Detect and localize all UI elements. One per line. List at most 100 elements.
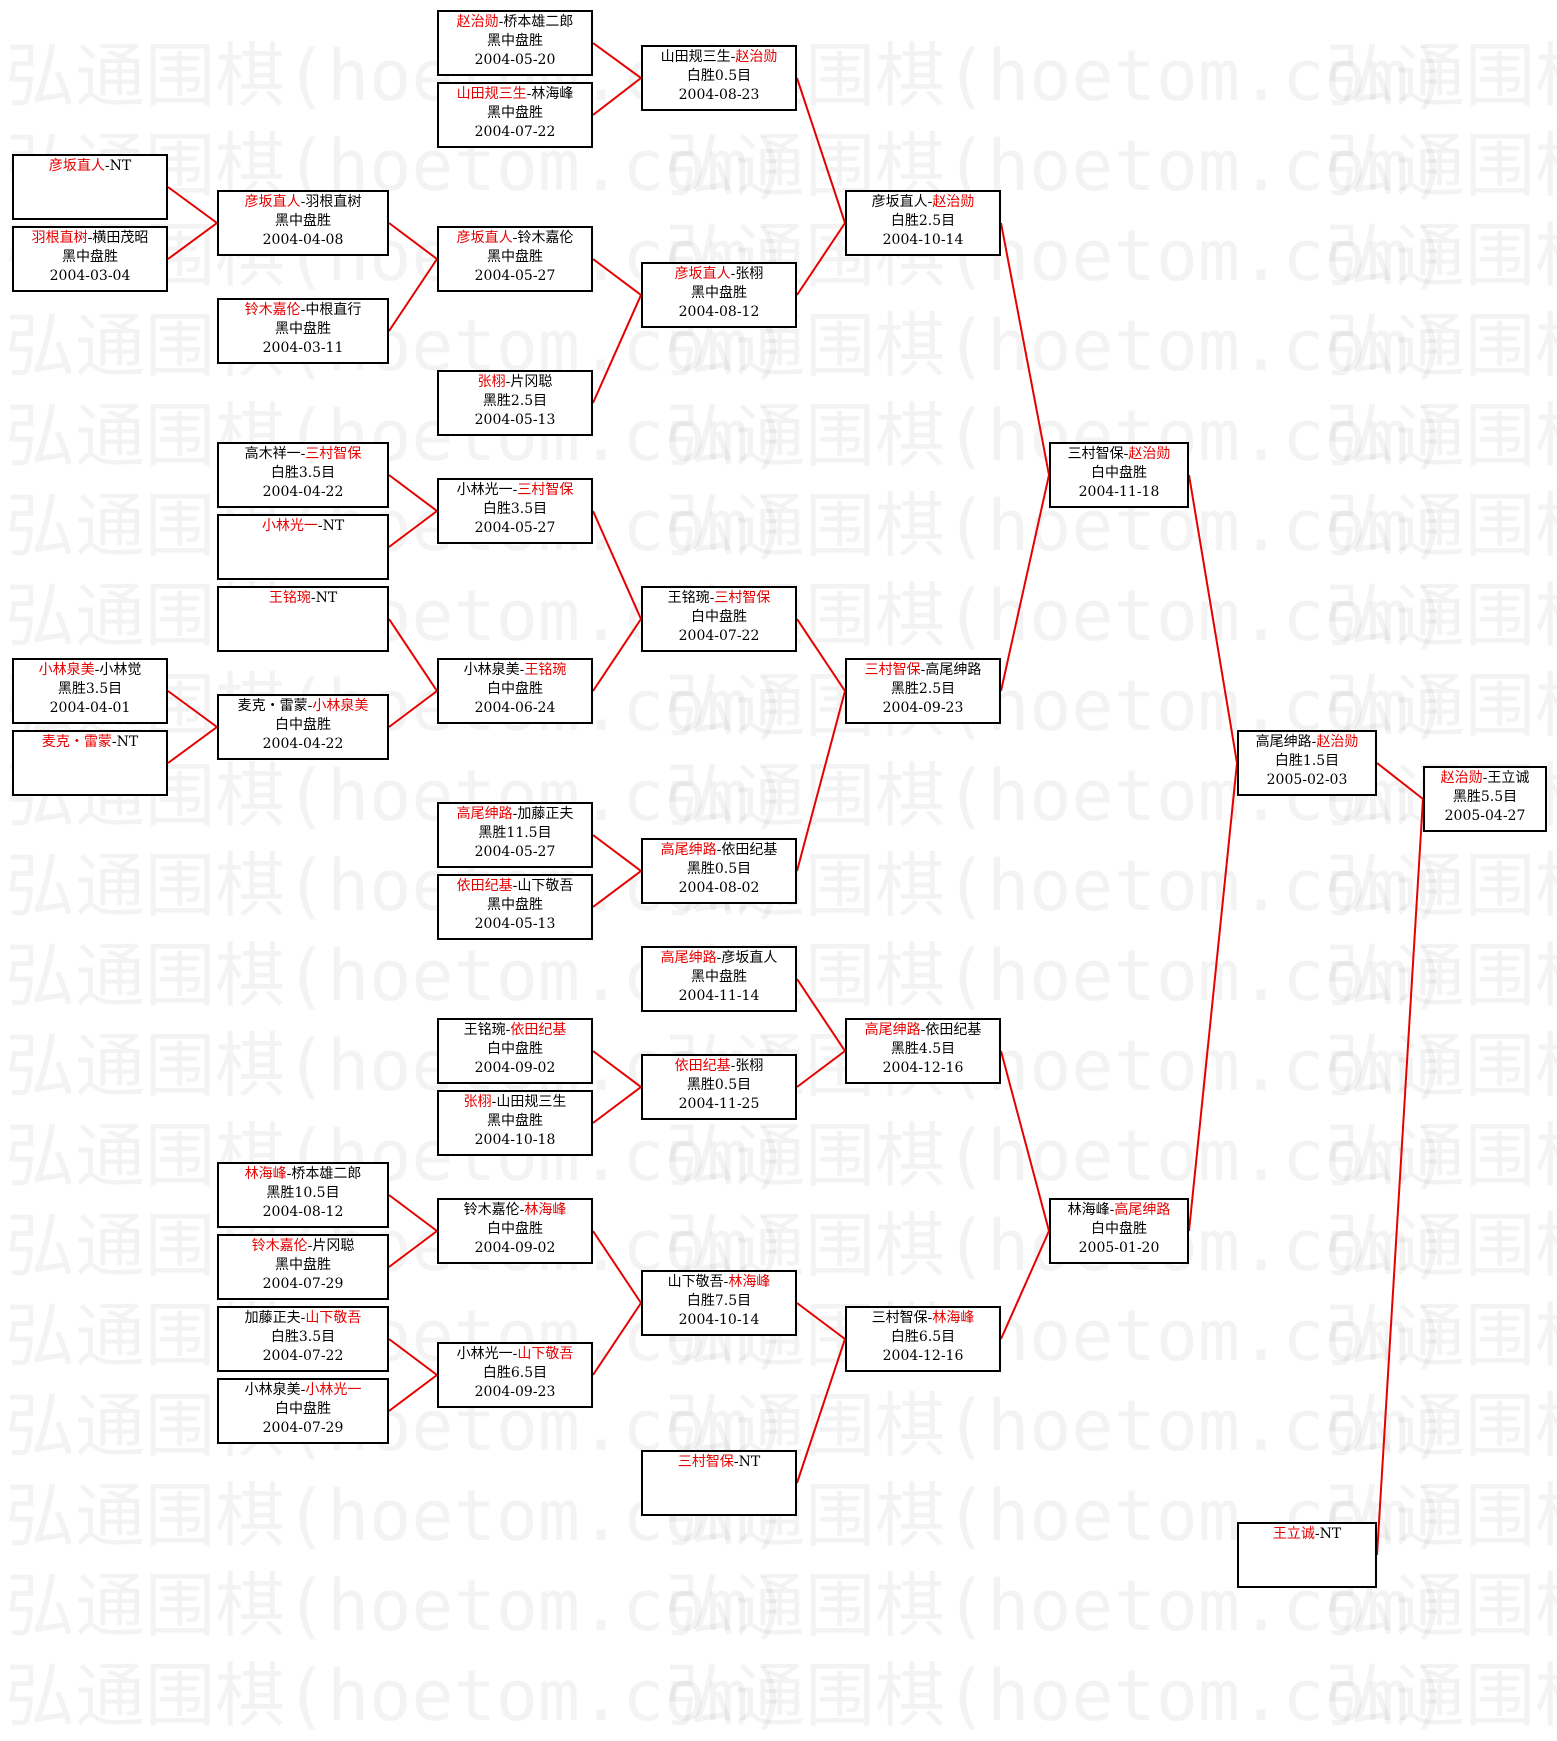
player-separator: - <box>920 662 926 678</box>
game-players: 彦坂直人-羽根直树 <box>219 193 387 212</box>
game-players: 林海峰-桥本雄二郎 <box>219 1165 387 1184</box>
game-date: 2004-11-25 <box>678 1096 760 1112</box>
player-white: 小林光一 <box>305 1382 362 1398</box>
player-white: 羽根直树 <box>305 194 362 210</box>
game-date: 2004-11-14 <box>678 988 760 1004</box>
game-result: 白胜1.5目 <box>1274 753 1340 769</box>
game-result: 黑中盘胜 <box>487 33 543 49</box>
player-white: 依田纪基 <box>925 1022 982 1038</box>
game-result: 黑胜0.5目 <box>686 1077 752 1093</box>
game-players: 依田纪基-张栩 <box>643 1057 795 1076</box>
game-players: 彦坂直人-NT <box>14 157 166 176</box>
bracket-connector <box>388 1194 438 1232</box>
game-date: 2004-07-29 <box>262 1276 344 1292</box>
player-black: 王立诚 <box>1272 1526 1315 1542</box>
bracket-connector <box>1000 1230 1050 1340</box>
player-separator: - <box>498 14 504 30</box>
player-black: 高尾绅路 <box>660 842 717 858</box>
bracket-connector <box>167 186 218 224</box>
player-black: 三村智保 <box>871 1310 928 1326</box>
game-date: 2004-05-27 <box>474 844 556 860</box>
game-players: 高尾绅路-依田纪基 <box>847 1021 999 1040</box>
player-black: 彦坂直人 <box>244 194 301 210</box>
player-black: 赵治勋 <box>456 14 499 30</box>
player-white: 高尾绅路 <box>1114 1202 1171 1218</box>
player-white: 彦坂直人 <box>721 950 778 966</box>
game-box: 依田纪基-张栩黑胜0.5目 2004-11-25 <box>641 1054 797 1120</box>
player-separator: - <box>104 158 110 174</box>
bracket-connector <box>388 618 438 692</box>
game-date: 2004-04-01 <box>49 700 131 716</box>
game-date: 2004-05-20 <box>474 52 556 68</box>
game-result: 黑胜3.5目 <box>57 681 123 697</box>
player-white: 横田茂昭 <box>92 230 149 246</box>
player-white: 林海峰 <box>728 1274 771 1290</box>
bracket-connector <box>388 1230 438 1268</box>
game-players: 加藤正夫-山下敬吾 <box>219 1309 387 1328</box>
player-white: 林海峰 <box>524 1202 567 1218</box>
game-date: 2004-12-16 <box>882 1060 964 1076</box>
player-white: NT <box>1319 1526 1342 1542</box>
player-separator: - <box>505 374 511 390</box>
bracket-connector <box>796 690 846 872</box>
game-date: 2005-04-27 <box>1444 808 1526 824</box>
game-players: 羽根直树-横田茂昭 <box>14 229 166 248</box>
bracket-connector <box>592 42 642 79</box>
game-date: 2004-09-23 <box>882 700 964 716</box>
game-result: 黑中盘胜 <box>487 897 543 913</box>
player-black: 彦坂直人 <box>48 158 105 174</box>
player-separator: - <box>512 878 518 894</box>
player-black: 山田规三生 <box>660 49 731 65</box>
player-separator: - <box>716 950 722 966</box>
player-separator: - <box>300 194 306 210</box>
bracket-connector <box>796 978 846 1052</box>
game-date: 2004-09-02 <box>474 1240 556 1256</box>
player-separator: - <box>307 1238 313 1254</box>
player-black: 山下敬吾 <box>667 1274 724 1290</box>
player-white: 三村智保 <box>517 482 574 498</box>
bracket-connector <box>592 510 642 620</box>
game-players: 小林光一-三村智保 <box>439 481 591 500</box>
game-players: 赵治勋-桥本雄二郎 <box>439 13 591 32</box>
bracket-connector <box>592 870 642 908</box>
bracket-connector <box>592 258 642 296</box>
player-black: 林海峰 <box>1067 1202 1110 1218</box>
game-result: 白胜3.5目 <box>482 501 548 517</box>
game-date: 2004-12-16 <box>882 1348 964 1364</box>
player-black: 王铭琬 <box>268 590 311 606</box>
player-separator: - <box>300 1310 306 1326</box>
game-box: 王铭琬-NT <box>217 586 389 652</box>
player-separator: - <box>716 842 722 858</box>
player-black: 三村智保 <box>677 1454 734 1470</box>
game-result: 白中盘胜 <box>487 1221 543 1237</box>
bracket-connector <box>388 258 438 332</box>
player-separator: - <box>1123 446 1129 462</box>
player-black: 铃木嘉伦 <box>244 302 301 318</box>
game-result: 白中盘胜 <box>691 609 747 625</box>
player-separator: - <box>512 482 518 498</box>
game-players: 依田纪基-山下敬吾 <box>439 877 591 896</box>
game-date: 2004-08-12 <box>678 304 760 320</box>
player-black: 三村智保 <box>864 662 921 678</box>
player-black: 小林光一 <box>456 482 513 498</box>
game-players: 彦坂直人-赵治勋 <box>847 193 999 212</box>
player-black: 小林光一 <box>456 1346 513 1362</box>
player-black: 麦克・雷蒙 <box>237 698 308 714</box>
player-black: 王铭琬 <box>463 1022 506 1038</box>
player-black: 王铭琬 <box>667 590 710 606</box>
game-result: 黑胜10.5目 <box>266 1185 340 1201</box>
